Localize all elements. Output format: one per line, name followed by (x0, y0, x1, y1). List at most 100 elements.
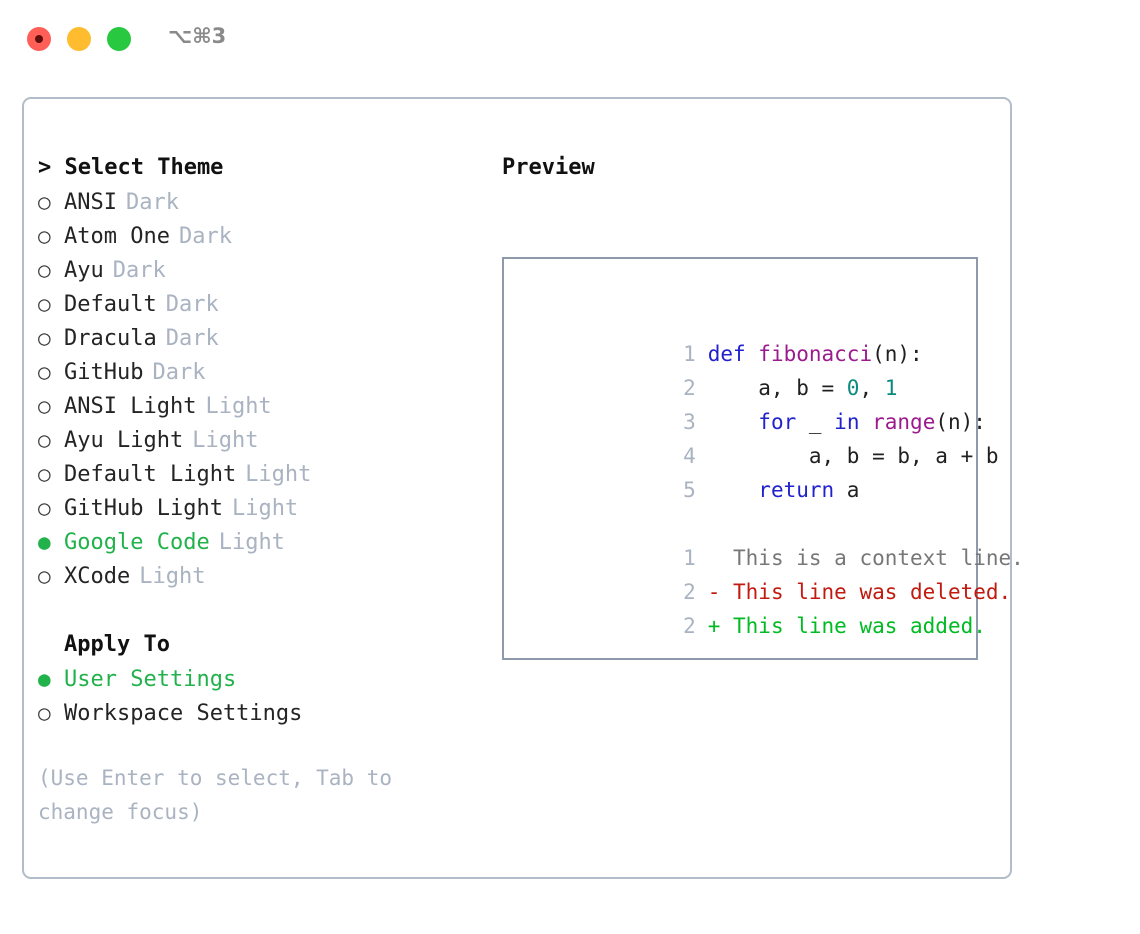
diff-text: This is a context line. (733, 546, 1024, 570)
radio-icon: ○ (38, 564, 51, 588)
radio-icon: ○ (38, 360, 51, 384)
diff-marker: - (707, 580, 734, 604)
theme-option-xcode[interactable]: ○ XCode Light (38, 559, 478, 593)
code-line: 2 a, b = 0, 1 (518, 337, 968, 400)
theme-variant: Light (192, 428, 259, 453)
theme-name: Google Code (64, 530, 210, 555)
radio-selected-icon: ● (38, 667, 51, 691)
theme-variant: Light (245, 462, 312, 487)
preview-heading: Preview (502, 155, 595, 180)
theme-option-github-light[interactable]: ○ GitHub Light Light (38, 491, 478, 525)
radio-icon: ○ (38, 326, 51, 350)
maximize-window-button[interactable] (107, 27, 131, 51)
preview-pane: Preview 1 def fibonacci (n): 2 a, b = 0, 1… (502, 151, 1024, 660)
theme-name: Ayu Light (64, 428, 184, 453)
code-line: 3 for _ in range(n): (518, 371, 986, 434)
theme-name: Default Light (64, 462, 237, 487)
diff-marker: + (707, 614, 734, 638)
theme-name: GitHub Light (64, 496, 223, 521)
line-number: 2 (683, 376, 696, 400)
apply-to-label: User Settings (64, 667, 237, 692)
theme-variant: Light (218, 530, 285, 555)
line-number: 1 (683, 342, 696, 366)
theme-option-ayu-light[interactable]: ○ Ayu Light Light (38, 423, 478, 457)
token-keyword: in (834, 410, 860, 434)
theme-name: Default (64, 292, 157, 317)
token-plain: , (859, 376, 885, 400)
token-plain (859, 410, 872, 434)
keyboard-hint-text: (Use Enter to select, Tab to change focu… (38, 766, 393, 824)
token-plain (708, 410, 759, 434)
code-sample: 1 def fibonacci (n): 2 a, b = 0, 1 3 for _… (518, 303, 1024, 638)
radio-icon: ○ (38, 258, 51, 282)
minimize-window-button[interactable] (67, 27, 91, 51)
radio-icon: ○ (38, 428, 51, 452)
line-number: 1 (683, 546, 696, 570)
theme-name: Ayu (64, 258, 104, 283)
token-keyword: return (758, 478, 835, 502)
diff-text: This line was deleted. (733, 580, 1012, 604)
apply-to-heading: Apply To (64, 632, 170, 657)
token-plain (708, 478, 759, 502)
radio-icon: ○ (38, 224, 51, 248)
radio-icon: ○ (38, 701, 51, 725)
token-function: fibonacci (758, 342, 873, 366)
theme-name: Atom One (64, 224, 170, 249)
theme-variant: Dark (152, 360, 206, 385)
theme-option-google-code[interactable]: ● Google Code Light (38, 525, 478, 559)
theme-variant: Dark (165, 292, 219, 317)
theme-variant: Light (231, 496, 299, 521)
theme-option-default[interactable]: ○ Default Dark (38, 287, 478, 321)
theme-variant: Dark (165, 326, 219, 351)
code-line: 4 a, b = b, a + b (518, 405, 998, 468)
line-number: 4 (683, 444, 696, 468)
token-function: range (872, 410, 936, 434)
radio-icon: ○ (38, 292, 51, 316)
title-bar: ⌥⌘3 (0, 0, 1140, 78)
theme-name: ANSI Light (64, 394, 197, 419)
token-plain: (n): (935, 410, 986, 434)
token-keyword: def (707, 342, 759, 366)
close-icon (35, 35, 43, 43)
diff-text: This line was added. (733, 614, 986, 638)
theme-name: ANSI (64, 190, 117, 215)
preview-code-box: 1 def fibonacci (n): 2 a, b = 0, 1 3 for _… (502, 257, 1024, 660)
line-number: 2 (683, 580, 696, 604)
diff-line-context: 1 This is a context line. (518, 507, 1024, 570)
theme-variant: Dark (112, 258, 166, 283)
apply-to-option-workspace-settings[interactable]: ○ Workspace Settings (38, 696, 478, 730)
theme-option-default-light[interactable]: ○ Default Light Light (38, 457, 478, 491)
apply-to-option-user-settings[interactable]: ● User Settings (38, 662, 478, 696)
token-number: 1 (884, 376, 898, 400)
line-number: 2 (683, 614, 696, 638)
radio-icon: ○ (38, 394, 51, 418)
theme-variant: Light (139, 564, 206, 589)
code-line: 5 return a (518, 439, 968, 502)
theme-variant: Light (205, 394, 272, 419)
theme-name: XCode (64, 564, 131, 589)
theme-option-ansi-light[interactable]: ○ ANSI Light Light (38, 389, 478, 423)
select-theme-heading: > Select Theme (38, 155, 224, 180)
diff-line-deleted: 2- This line was deleted. (518, 541, 1011, 604)
theme-variant: Dark (178, 224, 232, 249)
token-plain: a (834, 478, 860, 502)
theme-option-atom-one[interactable]: ○ Atom One Dark (38, 219, 478, 253)
radio-icon: ○ (38, 496, 51, 520)
radio-icon: ○ (38, 462, 51, 486)
diff-marker (708, 546, 733, 570)
token-plain: a, b = b, a + b (707, 444, 999, 468)
list-spacer (38, 593, 478, 628)
theme-option-ayu[interactable]: ○ Ayu Dark (38, 253, 478, 287)
diff-line-added: 2 + This line was added. (518, 575, 986, 638)
apply-to-label: Workspace Settings (64, 701, 303, 726)
token-keyword: for (758, 410, 797, 434)
radio-selected-icon: ● (38, 530, 51, 554)
radio-icon: ○ (38, 190, 51, 214)
line-number: 3 (683, 410, 696, 434)
